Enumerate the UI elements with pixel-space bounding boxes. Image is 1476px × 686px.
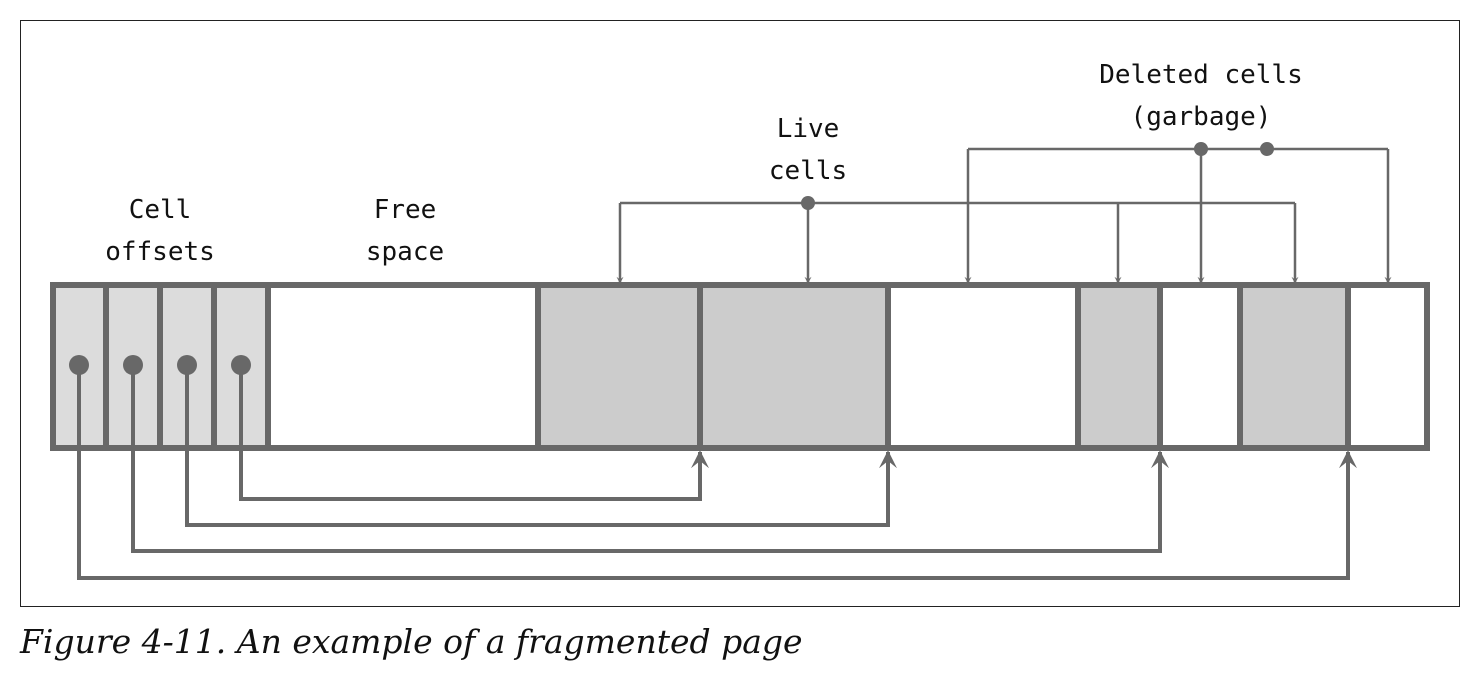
figure-frame xyxy=(20,20,1460,607)
deleted-cell xyxy=(888,285,1078,448)
free-space xyxy=(268,285,538,448)
free-space-label: Free xyxy=(374,195,437,225)
cell-dividers xyxy=(103,285,1351,448)
live-cell xyxy=(1240,285,1348,448)
deleted-cells-dot xyxy=(1194,142,1208,156)
cell-offsets-label: offsets xyxy=(105,237,215,267)
live-cell xyxy=(1078,285,1160,448)
deleted-cell xyxy=(1160,285,1240,448)
live-cells-label: Live xyxy=(777,114,840,144)
live-cell xyxy=(700,285,888,448)
free-space-label: space xyxy=(366,237,444,267)
offset-dots xyxy=(69,355,251,375)
live-cells-dot xyxy=(801,196,815,210)
live-cell xyxy=(538,285,700,448)
deleted-cells-label: (garbage) xyxy=(1131,102,1272,132)
deleted-cells-pointers xyxy=(964,147,1392,284)
cell-offsets-label: Cell xyxy=(129,195,192,225)
page-outline xyxy=(50,282,1430,451)
figure-caption: Figure 4-11. An example of a fragmented … xyxy=(20,622,803,661)
offset-pointers xyxy=(77,365,1357,580)
live-cells-label: cells xyxy=(769,156,847,186)
live-cells-pointers xyxy=(616,201,1299,284)
fragmented-page-diagram: Cell offsets Free space Live cells Delet… xyxy=(50,60,1430,580)
deleted-cell xyxy=(1348,285,1427,448)
deleted-cells-label: Deleted cells xyxy=(1099,60,1303,90)
deleted-cells-dot xyxy=(1260,142,1274,156)
